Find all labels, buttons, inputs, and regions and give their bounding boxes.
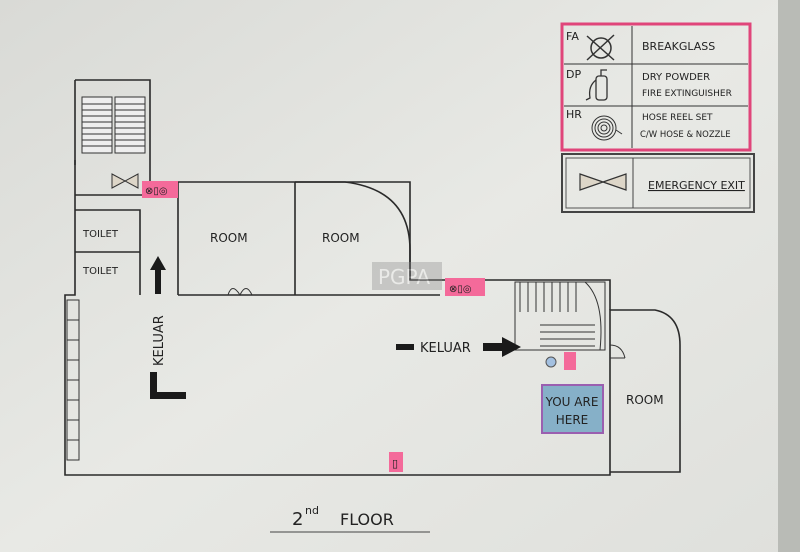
wall-edge [778,0,800,552]
staircase-top [81,96,146,154]
safety-markers: ⊗▯◎ ⊗▯◎ ▯ [142,181,576,472]
legend-label-dp-2: FIRE EXTINGUISHER [642,89,732,99]
floor-title-number: 2 [292,509,303,530]
marker-fa-dp-hr [142,181,178,198]
svg-text:PGPA: PGPA [378,265,430,289]
room-label-1: ROOM [210,231,248,245]
room-label-3: ROOM [626,393,664,407]
legend-code-hr: HR [566,108,582,121]
you-are-here-line-2: HERE [556,413,589,427]
toilet-label-1: TOILET [82,229,119,240]
legend-label-breakglass: BREAKGLASS [642,40,715,53]
fire-extinguisher-icon [585,69,608,101]
building-walls [64,79,681,476]
door-icon [609,344,626,359]
legend-label-dp-1: DRY POWDER [642,72,710,83]
watermark-logo: PGPA [372,262,442,290]
exit-arrow-up: KELUAR [150,256,186,399]
marker-dp [564,352,576,370]
legend-label-hr-1: HOSE REEL SET [642,113,713,123]
keluar-label-horizontal: KELUAR [420,341,471,356]
svg-text:⊗▯◎: ⊗▯◎ [449,284,472,295]
you-are-here-line-1: YOU ARE [545,395,599,409]
hose-reel-icon [591,115,623,141]
breakglass-icon [586,34,615,61]
marker-fa-dp-hr [445,278,485,296]
emergency-exit-icon [579,173,627,191]
legend-exit-box [561,153,755,213]
person-icon [545,356,557,368]
svg-text:▯: ▯ [392,457,398,470]
svg-text:⊗▯◎: ⊗▯◎ [145,186,168,197]
emergency-exit-icon [111,173,139,189]
you-are-here-marker: YOU ARE HERE [541,384,604,434]
floor-title-word: FLOOR [340,510,394,529]
marker-dp [389,452,403,472]
floor-title: 2 nd FLOOR [270,504,430,533]
legend-label-exit: EMERGENCY EXIT [648,179,745,192]
room-label-2: ROOM [322,231,360,245]
staircase-right [514,281,606,351]
ladder-strip [66,299,80,461]
exit-arrow-right: KELUAR [396,337,521,357]
toilet-label-2: TOILET [82,266,119,277]
keluar-label-vertical: KELUAR [152,315,167,366]
legend: FA BREAKGLASS DP DRY POWDER FIRE EXTINGU… [560,22,755,213]
legend-fire-box [560,22,752,152]
legend-code-fa: FA [566,30,579,43]
floor-title-suffix: nd [305,504,319,517]
legend-label-hr-2: C/W HOSE & NOZZLE [640,130,731,140]
legend-code-dp: DP [566,68,581,81]
door-icon [227,288,253,297]
